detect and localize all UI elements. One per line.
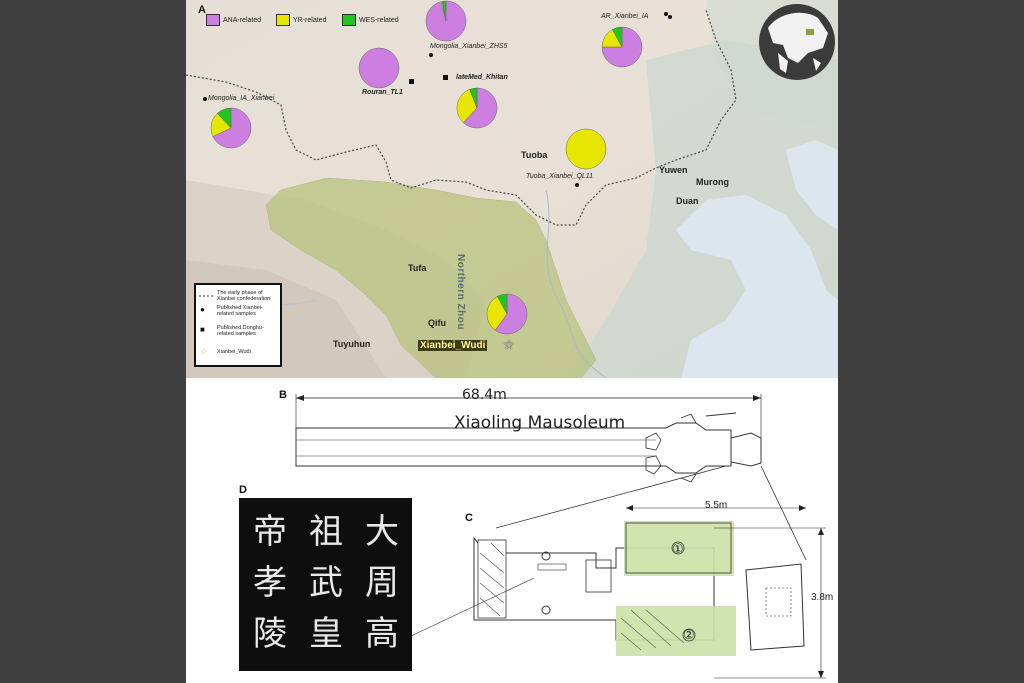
legend-wes-swatch — [342, 14, 356, 26]
chamber-1-label: ① — [672, 542, 684, 557]
sample-square-khitan — [443, 75, 448, 80]
seal-char-7: 帝 — [253, 512, 287, 552]
label-mongolia-xianbei-zhs5: Mongolia_Xianbei_ZHS5 — [430, 43, 508, 50]
legend-symbols: The early phase of Xianbei confederation… — [194, 283, 282, 367]
pie-slice-ar_xianbei_ia-wes — [612, 26, 623, 48]
sample-dot-ar-1 — [664, 12, 668, 16]
sample-dot-zhs5 — [429, 53, 433, 57]
sample-dot-ar-2 — [668, 15, 672, 19]
legend-ana-label: ANA-related — [223, 16, 262, 24]
star-legend-icon: ☆ — [200, 347, 208, 356]
seal-char-8: 孝 — [253, 563, 287, 603]
dimension-length: 68.4m — [462, 387, 507, 403]
figure-panel: A ANA-related YR-related WES-related — [186, 0, 838, 683]
legend-ana-swatch — [206, 14, 220, 26]
label-qifu: Qifu — [428, 318, 446, 328]
pie-slice-latemed_khitan-ana — [462, 87, 498, 129]
pie-slice-xianbei_wudi-yr — [486, 296, 508, 331]
pie-slice-xianbei_wudi-ana — [494, 293, 528, 335]
panel-label-b: B — [279, 389, 287, 401]
seal-rubbing: 大 周 高 祖 武 皇 帝 孝 陵 — [239, 498, 412, 671]
legend-yr-swatch — [276, 14, 290, 26]
panel-label-d: D — [239, 484, 247, 496]
label-yuwen: Yuwen — [659, 165, 688, 175]
label-rouran-tl1: Rouran_TL1 — [362, 89, 403, 96]
label-tufa: Tufa — [408, 263, 427, 273]
pie-slice-mongolia_ia_xianbei-ana — [212, 107, 252, 149]
mausoleum-title: Xiaoling Mausoleum — [454, 413, 626, 433]
panel-label-c: C — [465, 512, 473, 524]
square-icon: ■ — [200, 325, 205, 334]
legend-wes: WES-related — [342, 14, 399, 26]
label-mongolia-ia-xianbei: Mongolia_IA_Xianbei — [208, 95, 275, 102]
legend-square-label: Published Donghu-related samples — [217, 325, 264, 337]
pie-slice-xianbei_wudi-wes — [497, 293, 508, 315]
label-murong: Murong — [696, 177, 729, 187]
label-latemed-khitan: lateMed_Khitan — [456, 74, 508, 81]
pie-layer — [210, 0, 643, 335]
label-tuoba: Tuoba — [521, 150, 548, 160]
dimension-height: 3.8m — [811, 592, 834, 603]
sample-square-rouran — [409, 79, 414, 84]
globe-inset — [759, 4, 835, 80]
legend-yr: YR-related — [276, 14, 326, 26]
label-tuoba-xianbei-ql11: Tuoba_Xianbei_QL11 — [526, 173, 594, 180]
pie-slice-latemed_khitan-wes — [469, 87, 478, 109]
pie-slice-latemed_khitan-yr — [456, 89, 478, 123]
legend-ana: ANA-related — [206, 14, 261, 26]
label-tuyuhun: Tuyuhun — [333, 339, 371, 349]
seal-char-3: 高 — [365, 614, 399, 654]
sample-dot-mongolia-ia — [203, 97, 207, 101]
star-icon: ☆ — [503, 337, 515, 352]
legend-dotted-label: The early phase of Xianbei confederation — [217, 290, 271, 302]
seal-char-1: 大 — [365, 512, 399, 552]
label-ar-xianbei-ia: AR_Xianbei_IA — [601, 13, 649, 20]
globe-region-marker — [806, 29, 814, 35]
label-xianbei-wudi: Xianbei_Wudi — [418, 340, 488, 351]
pie-slice-rouran_tl1-ana — [358, 47, 400, 89]
mausoleum-plan — [295, 394, 826, 679]
pie-slice-tuoba_xianbei_ql11-yr — [565, 128, 607, 170]
legend-circle-label: Published Xianbei-related samples — [217, 305, 263, 317]
seal-char-6: 皇 — [309, 614, 343, 654]
legend-star-label: Xianbei_Wudi — [217, 349, 251, 355]
pie-slice-mongolia_xianbei_zhs5-wes — [441, 0, 447, 22]
legend-wes-label: WES-related — [359, 16, 399, 24]
chamber-2-label: ② — [683, 628, 695, 643]
seal-char-9: 陵 — [253, 614, 287, 654]
pie-slice-ar_xianbei_ia-ana — [601, 26, 643, 68]
dimension-width: 5.5m — [705, 500, 728, 511]
dotted-line-icon — [199, 295, 215, 297]
sample-dot-ql11 — [575, 183, 579, 187]
label-duan: Duan — [676, 196, 699, 206]
circle-icon: ● — [200, 305, 205, 314]
seal-char-2: 周 — [365, 563, 399, 603]
legend-yr-label: YR-related — [293, 16, 327, 24]
map-panel-a: A ANA-related YR-related WES-related — [186, 0, 838, 378]
panel-label-a: A — [198, 4, 206, 16]
pie-slice-mongolia_ia_xianbei-wes — [216, 107, 232, 129]
label-northern-zhou: Northern Zhou — [455, 254, 466, 330]
seal-char-4: 祖 — [309, 512, 343, 552]
seal-char-5: 武 — [309, 563, 343, 603]
